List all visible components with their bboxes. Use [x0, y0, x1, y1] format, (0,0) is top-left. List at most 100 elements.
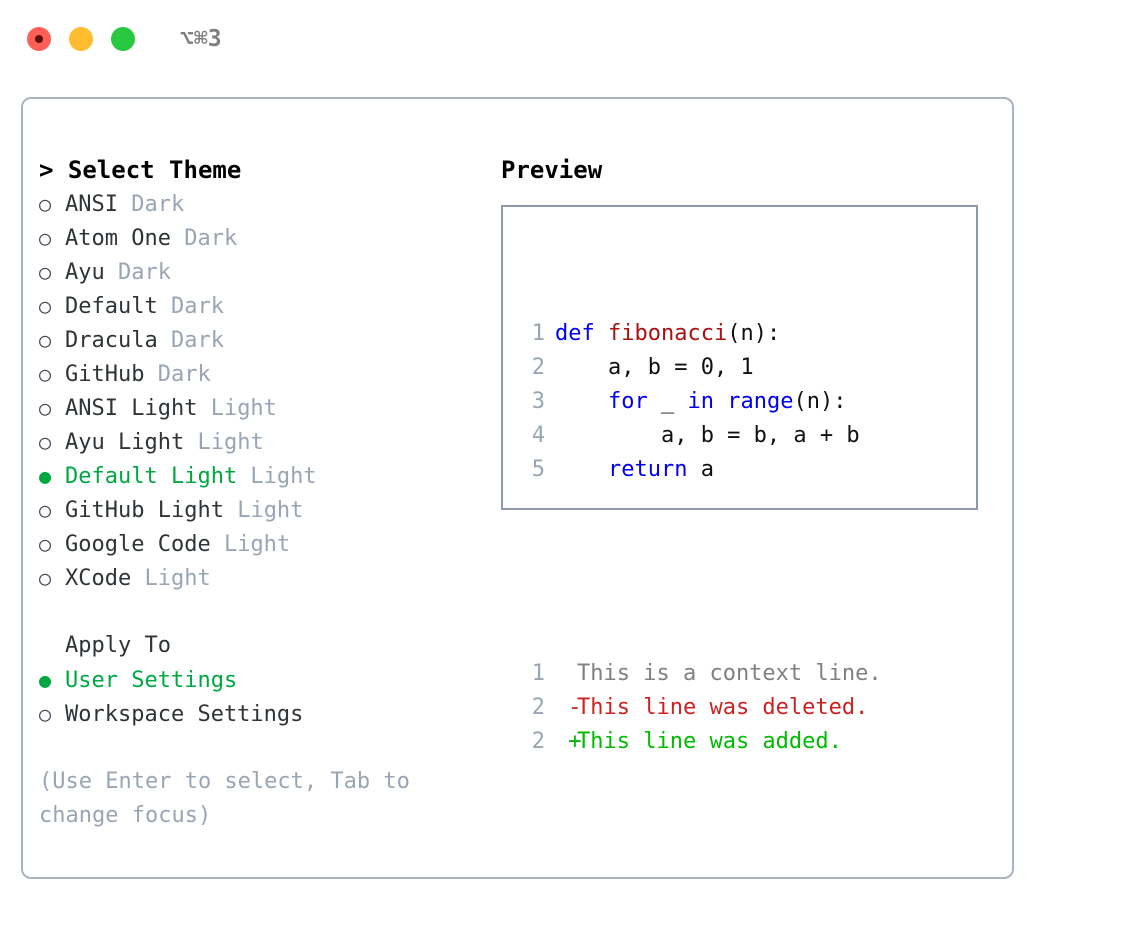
code-token-txt: _ — [647, 389, 688, 414]
keyboard-hint-text: (Use Enter to select, Tab to change focu… — [39, 769, 424, 828]
theme-option-label: Default — [65, 294, 158, 319]
code-line: 4 a, b = b, a + b — [517, 419, 882, 453]
radio-unselected-icon: ○ — [39, 294, 52, 318]
code-token-txt: (n): — [727, 321, 781, 346]
theme-option-ayu[interactable]: ○ Ayu Dark — [39, 255, 479, 289]
radio-unselected-icon: ○ — [39, 566, 52, 590]
theme-option-variant: Light — [210, 532, 291, 557]
preview-header: Preview — [501, 156, 603, 184]
theme-option-ansi[interactable]: ○ ANSI Dark — [39, 187, 479, 221]
code-line-content: def fibonacci(n): — [555, 317, 780, 351]
diff-line-number: 2 — [531, 729, 545, 754]
theme-option-label: Ayu Light — [65, 430, 185, 455]
code-token-key: for — [607, 389, 648, 414]
theme-option-label: XCode — [65, 566, 132, 591]
theme-option-variant: Light — [237, 464, 317, 489]
code-line: 1 def fibonacci(n): — [517, 317, 882, 351]
radio-unselected-icon: ○ — [39, 532, 52, 556]
theme-option-variant: Dark — [104, 260, 171, 285]
apply-to-option-list: ● User Settings ○ Workspace Settings — [39, 663, 479, 731]
theme-option-variant: Dark — [170, 226, 238, 251]
code-token-fn: fibonacci — [607, 321, 728, 346]
traffic-light-buttons — [27, 27, 135, 51]
maximize-window-button[interactable] — [111, 27, 135, 51]
radio-selected-icon: ● — [39, 668, 52, 692]
apply-to-option-user-settings[interactable]: ● User Settings — [39, 663, 479, 697]
theme-option-label: Ayu — [65, 260, 105, 285]
code-line: 5 return a — [517, 453, 882, 487]
minimize-window-button[interactable] — [69, 27, 93, 51]
code-token-key: return — [607, 457, 688, 482]
code-token-txt: (n): — [793, 389, 847, 414]
diff-line: 1 This is a context line. — [517, 657, 882, 691]
theme-option-google-code[interactable]: ○ Google Code Light — [39, 527, 479, 561]
diff-sample-lines: 1 This is a context line.2 - This line w… — [517, 657, 882, 759]
code-token-txt — [555, 389, 608, 414]
radio-unselected-icon: ○ — [39, 192, 52, 216]
theme-option-ansi-light[interactable]: ○ANSI Light Light — [39, 391, 479, 425]
radio-unselected-icon: ○ — [39, 498, 52, 522]
radio-selected-icon: ● — [39, 464, 52, 488]
diff-line: 2 + This line was added. — [517, 725, 882, 759]
diff-line-text: This line was added. — [577, 729, 842, 754]
code-diff-separator — [517, 555, 882, 589]
code-token-key: def — [555, 321, 608, 346]
code-line: 3 for _ in range(n): — [517, 385, 882, 419]
diff-marker: + — [555, 729, 595, 754]
theme-option-label: Default Light — [65, 464, 238, 489]
apply-to-option-label: User Settings — [65, 668, 238, 693]
theme-option-label: ANSI — [65, 192, 118, 217]
theme-option-github[interactable]: ○GitHub Dark — [39, 357, 479, 391]
theme-option-default[interactable]: ○ Default Dark — [39, 289, 479, 323]
code-line: 2 a, b = 0, 1 — [517, 351, 882, 385]
theme-option-label: Dracula — [65, 328, 158, 353]
code-line-number: 3 — [531, 389, 545, 414]
select-theme-header: > Select Theme — [39, 156, 242, 184]
code-line-number: 1 — [531, 321, 545, 346]
diff-marker — [555, 657, 577, 691]
theme-option-label: Google Code — [65, 532, 211, 557]
code-token-key: range — [727, 389, 794, 414]
code-line-content: a, b = b, a + b — [555, 419, 860, 453]
apply-to-option-label: Workspace Settings — [65, 702, 304, 727]
code-token-key: in — [687, 389, 714, 414]
theme-option-ayu-light[interactable]: ○Ayu Light Light — [39, 425, 479, 459]
theme-option-variant: Light — [223, 498, 304, 523]
radio-unselected-icon: ○ — [39, 430, 52, 454]
theme-option-variant: Dark — [117, 192, 185, 217]
radio-unselected-icon: ○ — [39, 396, 52, 420]
theme-option-dracula[interactable]: ○Dracula Dark — [39, 323, 479, 357]
code-token-txt: a, b = 0, 1 — [555, 355, 754, 380]
radio-unselected-icon: ○ — [39, 328, 52, 352]
code-line-number: 4 — [531, 423, 545, 448]
apply-to-option-workspace-settings[interactable]: ○ Workspace Settings — [39, 697, 479, 731]
code-line-number: 5 — [531, 457, 545, 482]
keyboard-shortcut-label: ⌥⌘3 — [180, 26, 222, 52]
diff-marker: - — [555, 695, 595, 720]
code-line-number: 2 — [531, 355, 545, 380]
radio-unselected-icon: ○ — [39, 226, 52, 250]
radio-unselected-icon: ○ — [39, 362, 52, 386]
theme-option-variant: Dark — [157, 294, 224, 319]
theme-option-github-light[interactable]: ○GitHub Light Light — [39, 493, 479, 527]
preview-column: Preview — [501, 153, 1001, 187]
diff-line-text: This is a context line. — [577, 661, 882, 686]
theme-option-xcode[interactable]: ○XCode Light — [39, 561, 479, 595]
code-token-txt: a — [687, 457, 714, 482]
diff-line-number: 1 — [531, 661, 545, 686]
radio-unselected-icon: ○ — [39, 702, 52, 726]
close-window-button[interactable] — [27, 27, 51, 51]
diff-line: 2 - This line was deleted. — [517, 691, 882, 725]
theme-option-label: GitHub — [65, 362, 145, 387]
section-spacer — [39, 595, 479, 629]
theme-option-atom-one[interactable]: ○Atom One Dark — [39, 221, 479, 255]
radio-unselected-icon: ○ — [39, 260, 52, 284]
window-titlebar: ⌥⌘3 — [0, 0, 1140, 78]
theme-selector-window: > Select Theme ○ANSI Dark○Atom One Dark○… — [21, 97, 1014, 879]
theme-option-default-light[interactable]: ● Default Light Light — [39, 459, 479, 493]
code-token-txt — [714, 389, 727, 414]
code-line-content: return a — [555, 453, 714, 487]
theme-selection-column: > Select Theme ○ANSI Dark○Atom One Dark○… — [39, 153, 479, 833]
